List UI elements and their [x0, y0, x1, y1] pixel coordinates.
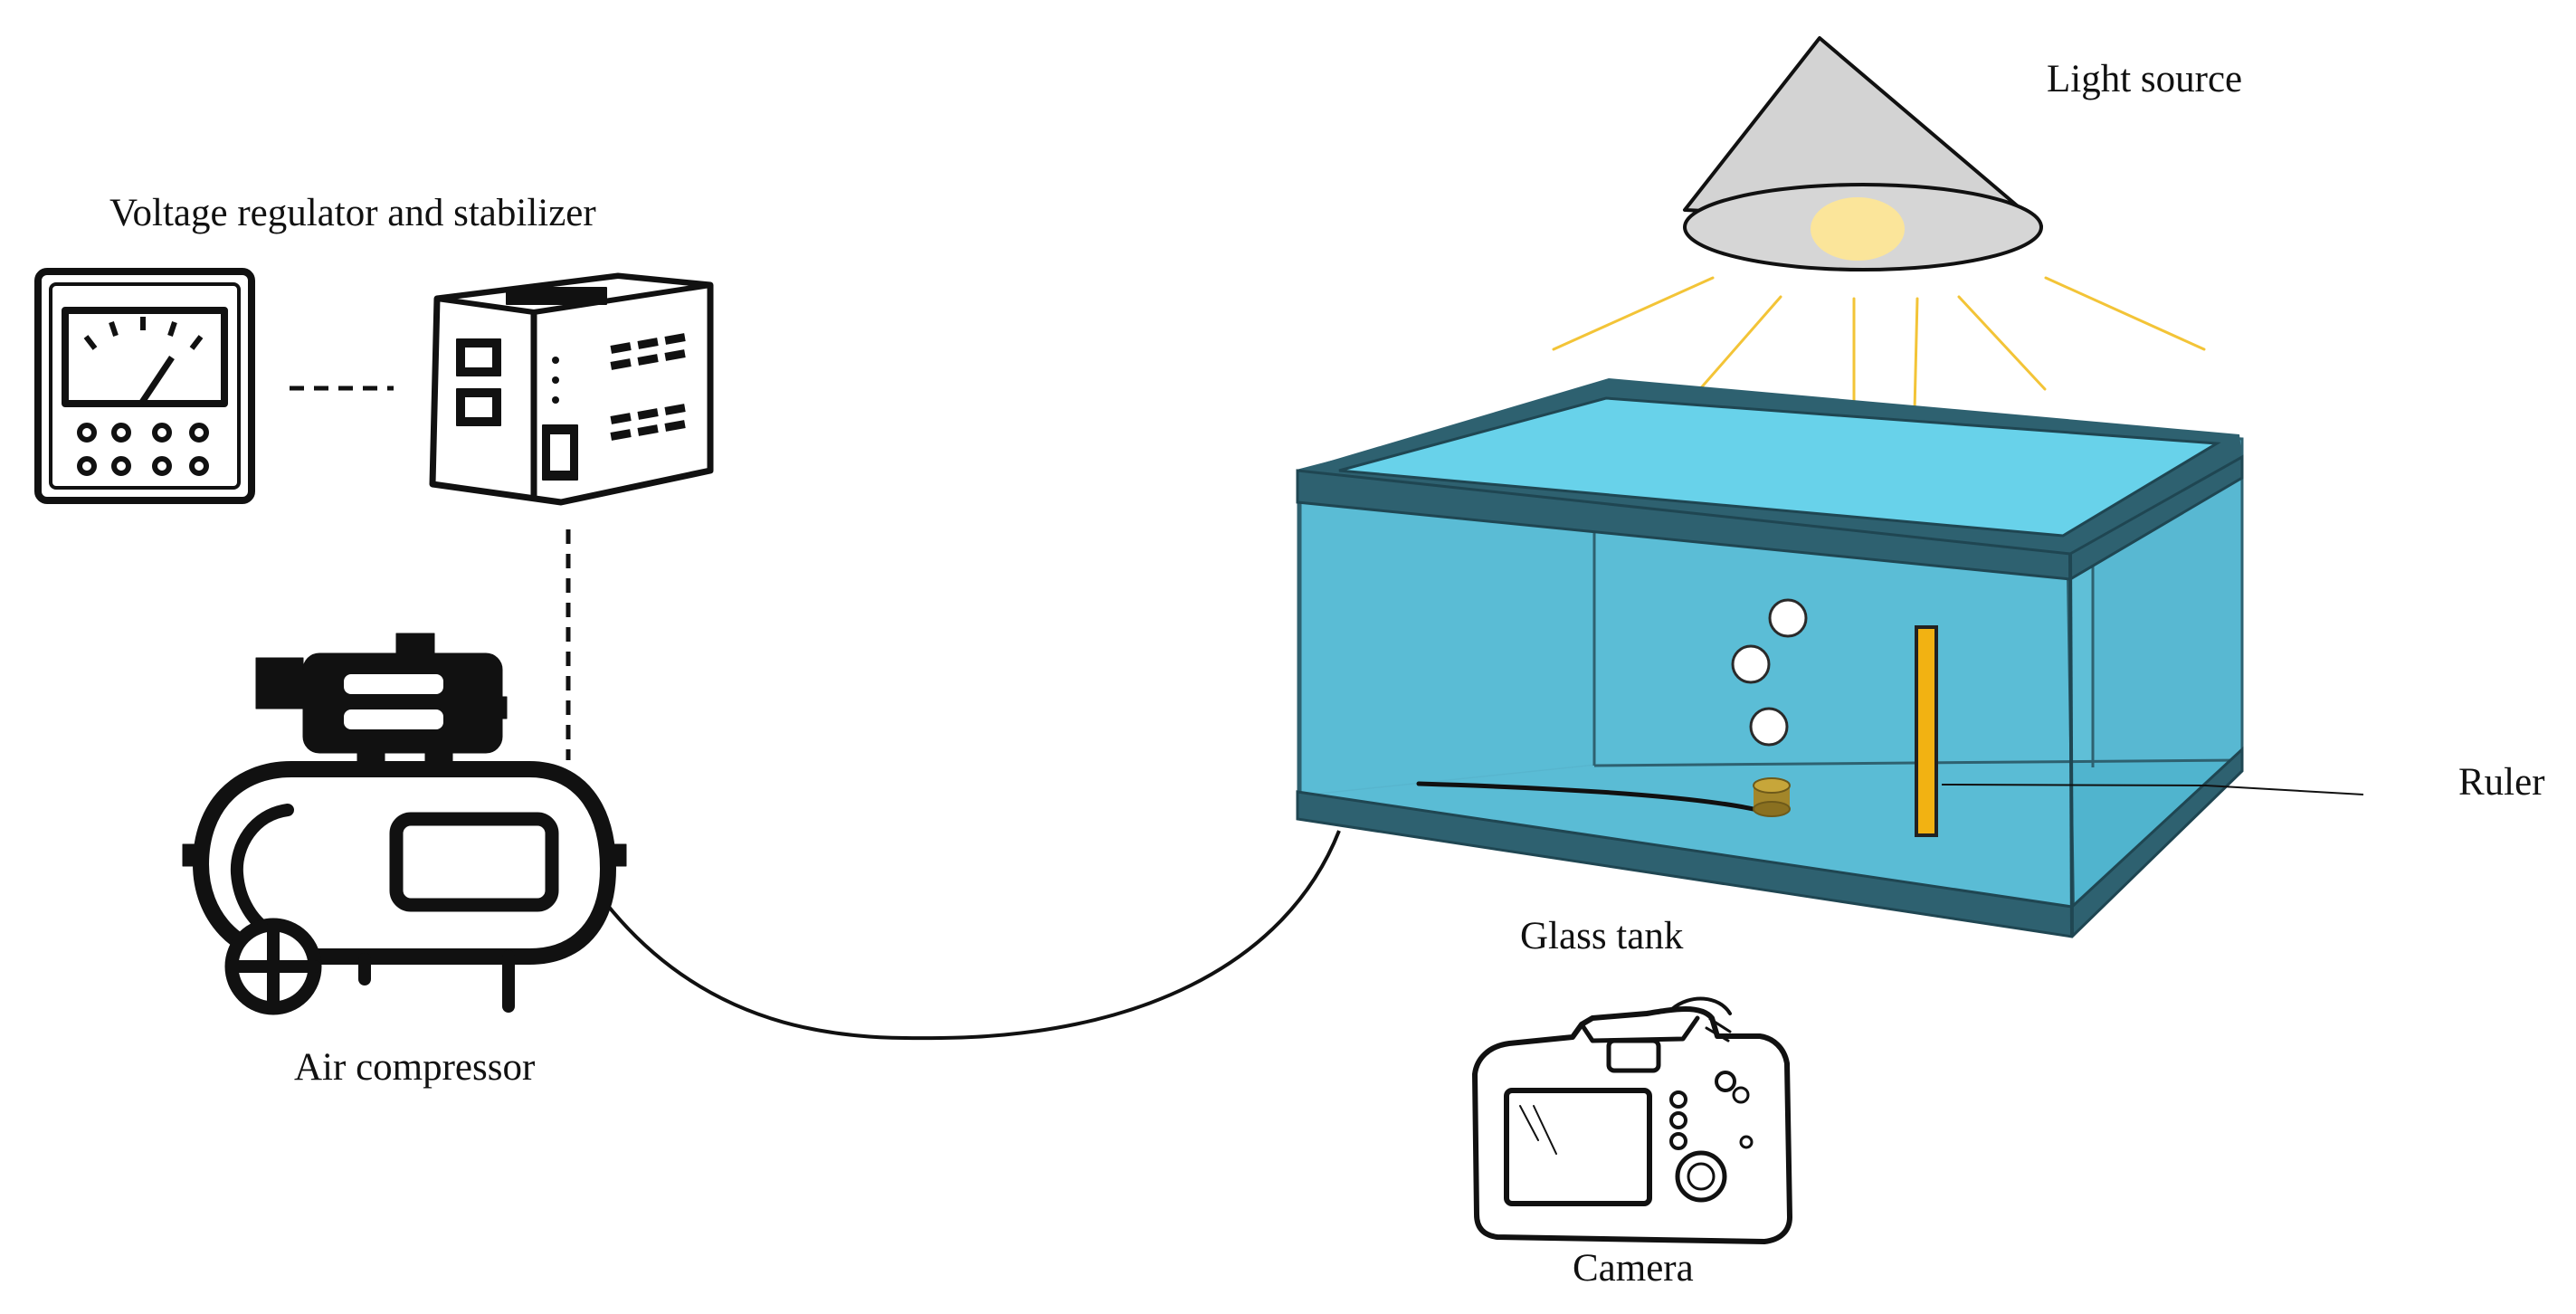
ruler-leader-line: [1941, 784, 2364, 795]
camera-icon: [1472, 996, 1792, 1244]
glass-tank-label: Glass tank: [1520, 915, 1684, 957]
light-rays: [1552, 276, 2206, 413]
voltage-stabilizer-icon: [429, 272, 714, 506]
voltage-regulator-label: Voltage regulator and stabilizer: [109, 192, 596, 234]
ruler-label: Ruler: [2458, 761, 2545, 804]
ruler: [1915, 625, 1938, 837]
glass-tank: [1296, 378, 2244, 938]
air-bubbles: [1731, 598, 1808, 747]
air-hose: [603, 830, 1341, 1041]
air-compressor-label: Air compressor: [294, 1046, 536, 1089]
air-compressor-icon: [182, 633, 627, 1015]
camera-label: Camera: [1573, 1247, 1694, 1290]
lamp-shade-icon: [1683, 36, 2043, 271]
light-source-label: Light source: [2047, 58, 2243, 100]
voltmeter-icon: [34, 268, 255, 504]
air-tube: [1416, 781, 1772, 815]
nozzle: [1753, 777, 1791, 817]
